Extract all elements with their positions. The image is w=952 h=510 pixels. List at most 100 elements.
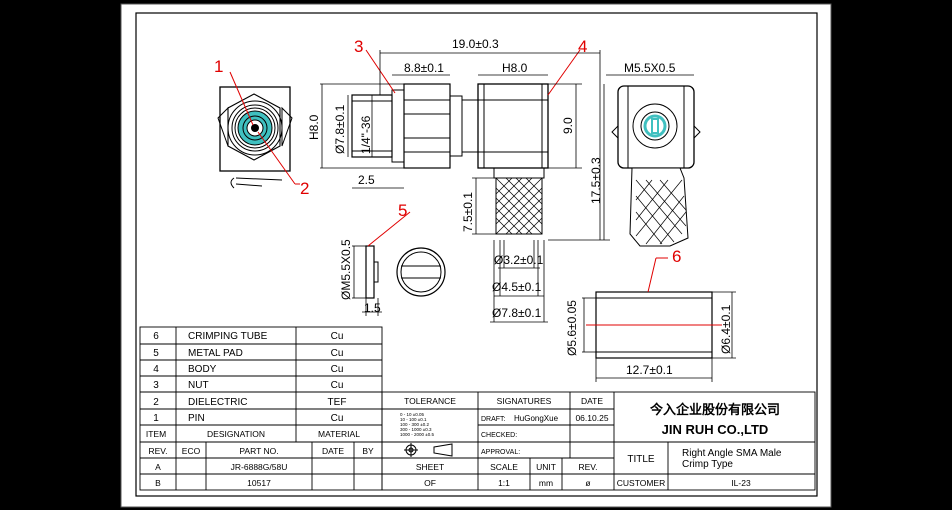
bom-name: PIN — [188, 413, 205, 424]
bom-mat: Cu — [331, 364, 344, 375]
side-view — [351, 49, 581, 235]
customer-label: CUSTOMER — [617, 478, 666, 488]
dim-75: 7.5±0.1 — [461, 192, 475, 232]
bom-item: 6 — [153, 331, 159, 342]
dim-90: 9.0 — [561, 117, 575, 134]
metal-pad-views — [352, 211, 446, 316]
tolerance-line: 10 - 100 ±0.1 — [400, 417, 427, 422]
dim-dia32: Ø3.2±0.1 — [494, 253, 544, 267]
inner-frame — [135, 12, 818, 497]
rev-header: REV. — [148, 446, 167, 456]
crimping-tube-view — [582, 257, 736, 382]
dim-tube-len: 12.7±0.1 — [626, 363, 673, 377]
dim-tube-id: Ø5.6±0.05 — [565, 300, 579, 356]
unit-label: UNIT — [536, 462, 556, 472]
bom-item: 5 — [153, 348, 159, 359]
date-label: DATE — [581, 396, 603, 406]
bom-name: CRIMPING TUBE — [188, 331, 268, 342]
checked-label: CHECKED: — [481, 432, 517, 439]
draft-label: DRAFT: — [481, 416, 506, 423]
eco-header: ECO — [182, 446, 201, 456]
tolerance-line: 1000 - 2000 ±0.5 — [400, 432, 434, 437]
dimension-texts: 19.0±0.3 8.8±0.1 H8.0 M5.5X0.5 H8.0 Ø7.8… — [307, 37, 733, 377]
dim-dia45: Ø4.5±0.1 — [492, 280, 542, 294]
tolerance-line: 100 - 300 ±0.2 — [400, 422, 429, 427]
dim-pad-thread: ØM5.5X0.5 — [339, 239, 353, 300]
dim-m55: M5.5X0.5 — [624, 61, 676, 75]
bom-item: 2 — [153, 397, 159, 408]
dim-dia78: Ø7.8±0.1 — [333, 104, 347, 154]
projection-symbol — [404, 443, 453, 457]
draft-date: 06.10.25 — [575, 413, 608, 423]
dimension-lines — [320, 50, 610, 323]
rev-b: B — [155, 478, 161, 488]
dim-body-hex: H8.0 — [502, 61, 528, 75]
dim-overall-length: 19.0±0.3 — [452, 37, 499, 51]
bom-mat: Cu — [331, 331, 344, 342]
callout-5: 5 — [398, 201, 407, 220]
dim-nut-hex: H8.0 — [307, 114, 321, 140]
bom-mat: Cu — [331, 413, 344, 424]
bom-item: 3 — [153, 380, 159, 391]
part-no-b: 10517 — [247, 478, 271, 488]
dim-tube-od: Ø6.4±0.1 — [719, 304, 733, 354]
front-view — [217, 71, 300, 189]
bom-header-designation: DESIGNATION — [207, 429, 265, 439]
revision-text: REV. ECO PART NO. DATE BY A JR-6888G/58U… — [148, 446, 374, 488]
unit-value: mm — [539, 478, 553, 488]
date-header: DATE — [322, 446, 344, 456]
drafter-name: HuGongXue — [514, 414, 559, 423]
outer-border — [120, 3, 832, 508]
bom-name: METAL PAD — [188, 348, 243, 359]
bom-mat: Cu — [331, 380, 344, 391]
signatures-label: SIGNATURES — [497, 396, 552, 406]
title-block-text: TOLERANCE 0 - 10 ±0.05 10 - 100 ±0.1 100… — [400, 396, 782, 488]
bom-name: DIELECTRIC — [188, 397, 247, 408]
dim-thread: 1/4"-36 — [359, 115, 373, 154]
title-line-1: Right Angle SMA Male — [682, 448, 782, 459]
end-view — [606, 74, 701, 247]
bom-header-item: ITEM — [146, 429, 166, 439]
tolerance-line: 0 - 10 ±0.05 — [400, 412, 424, 417]
bom-header-material: MATERIAL — [318, 429, 360, 439]
callout-6: 6 — [672, 247, 681, 266]
callouts: 1 2 3 4 5 6 — [214, 37, 681, 266]
bom-mat: TEF — [328, 397, 347, 408]
title-label: TITLE — [627, 454, 655, 465]
dim-dia78b: Ø7.8±0.1 — [492, 306, 542, 320]
dim-nut-length: 8.8±0.1 — [404, 61, 444, 75]
sheet-value: OF — [424, 478, 436, 488]
title-block — [381, 391, 816, 491]
rev-a: A — [155, 462, 161, 472]
sheet-label: SHEET — [416, 462, 444, 472]
customer-value: IL-23 — [731, 478, 751, 488]
scale-value: 1:1 — [498, 478, 510, 488]
callout-4: 4 — [578, 37, 587, 56]
rev-label: REV. — [578, 462, 597, 472]
part-no-header: PART NO. — [239, 446, 278, 456]
company-name-cn: 今入企业股份有限公司 — [649, 402, 780, 417]
dim-175: 17.5±0.3 — [589, 157, 603, 204]
bom-text: 6 CRIMPING TUBE Cu 5 METAL PAD Cu 4 BODY… — [146, 331, 360, 439]
paper — [121, 4, 831, 507]
by-header: BY — [362, 446, 374, 456]
bom-item: 1 — [153, 413, 159, 424]
tolerance-line: 300 - 1000 ±0.3 — [400, 427, 432, 432]
company-name-en: JIN RUH CO.,LTD — [662, 422, 769, 437]
bom-mat: Cu — [331, 348, 344, 359]
dim-pad-thk: 1.5 — [364, 301, 381, 315]
callout-3: 3 — [354, 37, 363, 56]
callout-2: 2 — [300, 179, 309, 198]
rev-value: ø — [585, 478, 590, 488]
tolerance-label: TOLERANCE — [404, 396, 456, 406]
dim-25: 2.5 — [358, 173, 375, 187]
bom-name: BODY — [188, 364, 217, 375]
part-no-a: JR-6888G/58U — [231, 462, 288, 472]
approval-label: APPROVAL: — [481, 449, 520, 456]
bom-name: NUT — [188, 380, 209, 391]
callout-1: 1 — [214, 57, 223, 76]
scale-label: SCALE — [490, 462, 518, 472]
title-line-2: Crimp Type — [682, 459, 733, 470]
bom-item: 4 — [153, 364, 159, 375]
